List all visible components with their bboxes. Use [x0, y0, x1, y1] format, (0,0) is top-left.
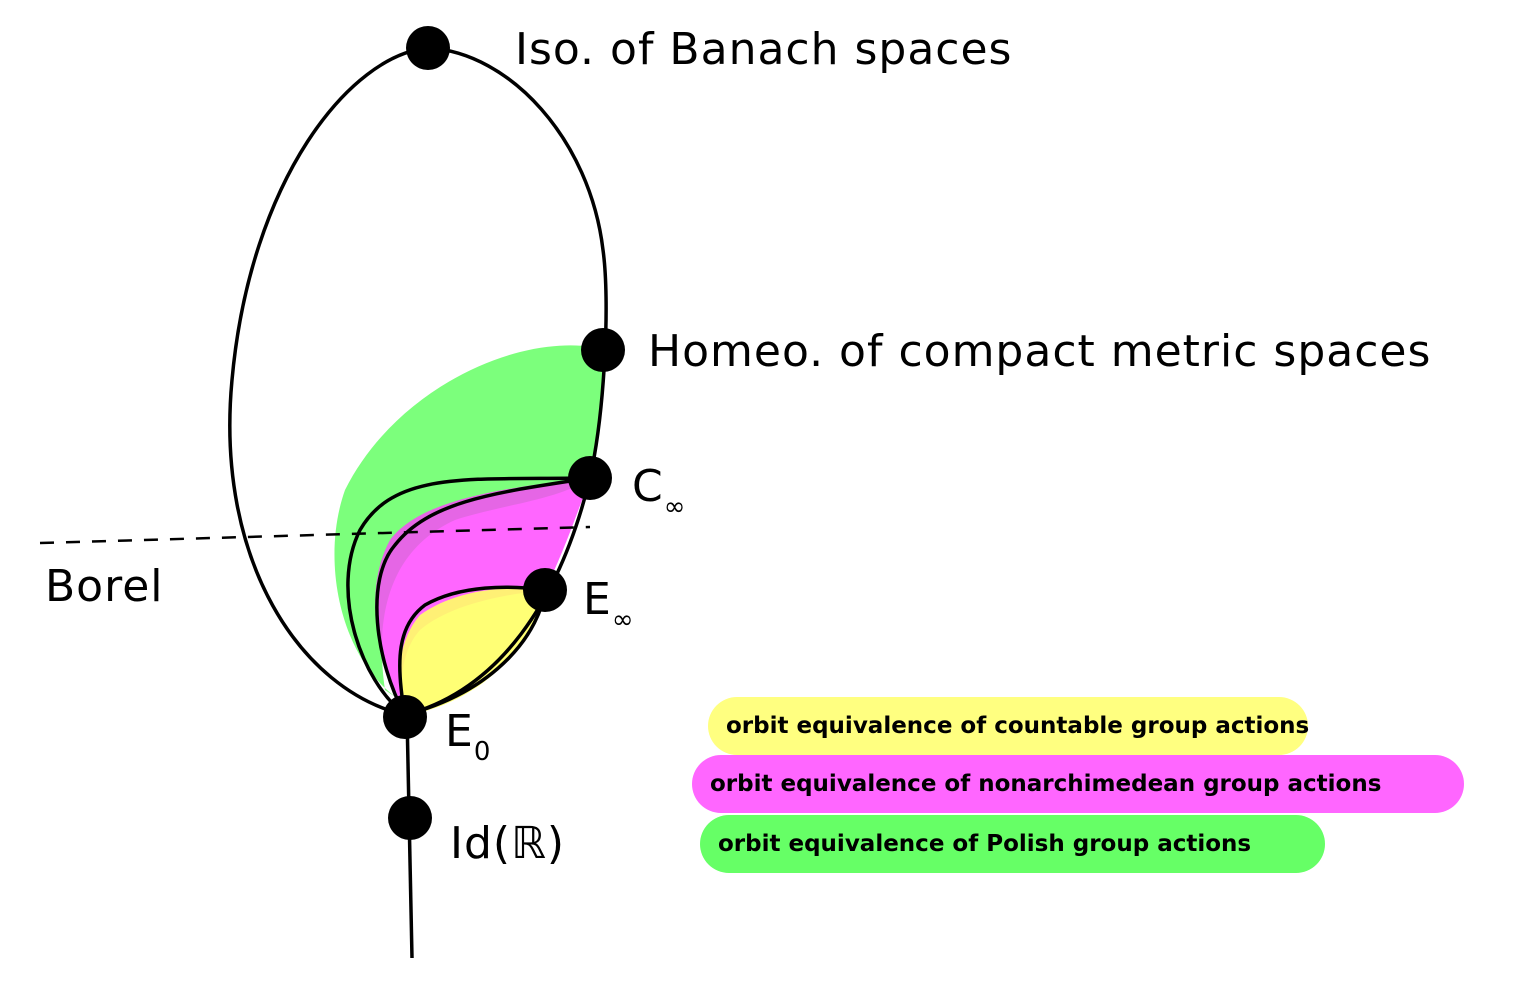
arc-e-infinity: [397, 585, 547, 717]
e-zero-sub: 0: [473, 737, 492, 767]
c-infinity-sub: ∞: [663, 492, 687, 522]
label-id-r: Id(ℝ): [450, 818, 566, 869]
legend-countable-text: orbit equivalence of countable group act…: [726, 713, 1310, 739]
label-iso-banach: Iso. of Banach spaces: [515, 24, 1013, 75]
legend-nonarchimedean-text: orbit equivalence of nonarchimedean grou…: [710, 771, 1382, 797]
node-id-r: [388, 796, 432, 840]
arc-c-infinity-inner: [375, 476, 591, 716]
legend-nonarchimedean: orbit equivalence of nonarchimedean grou…: [692, 755, 1464, 813]
countable-region: [399, 588, 545, 715]
outer-ellipse: [228, 46, 608, 717]
node-e-zero: [383, 695, 427, 739]
label-c-infinity: C∞: [632, 465, 687, 522]
polish-region: [334, 345, 605, 700]
label-e-zero: E0: [445, 710, 492, 767]
label-borel: Borel: [45, 561, 164, 612]
c-infinity-main: C: [632, 461, 664, 512]
e-infinity-main: E: [583, 574, 612, 625]
legend-polish-text: orbit equivalence of Polish group action…: [718, 831, 1252, 857]
e-infinity-sub: ∞: [611, 605, 635, 635]
node-iso-banach: [406, 26, 450, 70]
label-e-infinity: E∞: [583, 578, 635, 635]
legend-polish: orbit equivalence of Polish group action…: [700, 815, 1325, 873]
e-zero-main: E: [445, 706, 474, 757]
label-homeo-compact: Homeo. of compact metric spaces: [648, 326, 1432, 377]
arc-c-infinity: [346, 476, 591, 717]
node-homeo-compact: [581, 328, 625, 372]
node-c-infinity: [568, 456, 612, 500]
legend-countable: orbit equivalence of countable group act…: [708, 697, 1310, 755]
node-e-infinity: [523, 568, 567, 612]
borel-dashed-line: [39, 525, 591, 545]
